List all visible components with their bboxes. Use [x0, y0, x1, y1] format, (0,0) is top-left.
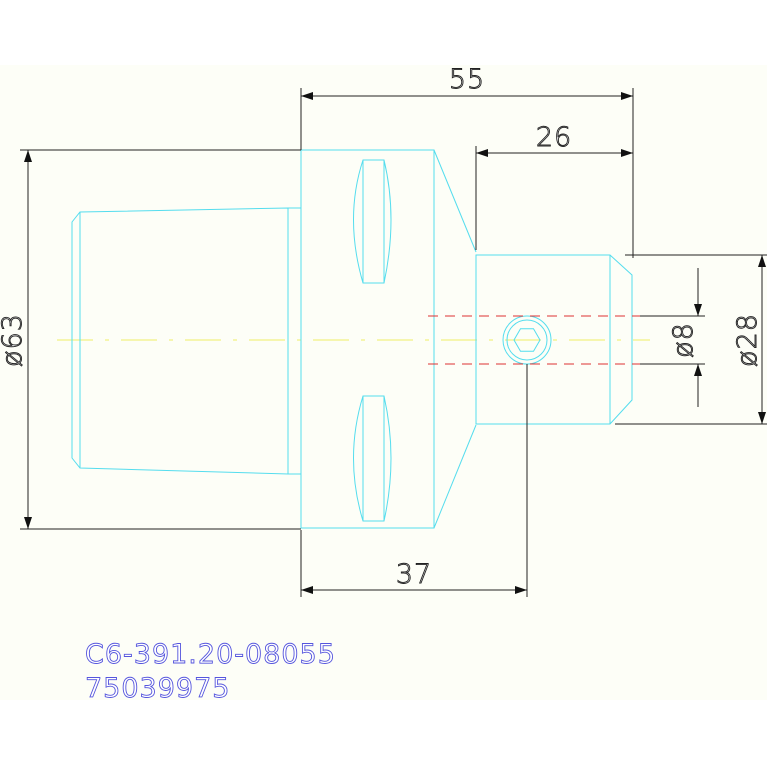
dim-label-26: 26	[536, 122, 572, 153]
tool-outline	[71, 149, 633, 529]
dim-label-37: 37	[396, 559, 432, 590]
part-number: C6-391.20-08055	[85, 639, 336, 670]
dim-label-28: ø28	[732, 313, 763, 367]
dimension-lines	[20, 88, 767, 597]
dim-label-8: ø8	[668, 322, 699, 358]
taper-bottom	[433, 424, 477, 529]
dim-label-63: ø63	[0, 313, 28, 367]
dim-label-55: 55	[449, 64, 485, 95]
hex-socket	[513, 328, 541, 352]
order-code: 75039975	[85, 673, 230, 704]
flange-body	[300, 149, 435, 529]
bore-hidden-lines	[428, 315, 648, 365]
taper-top	[433, 149, 477, 253]
